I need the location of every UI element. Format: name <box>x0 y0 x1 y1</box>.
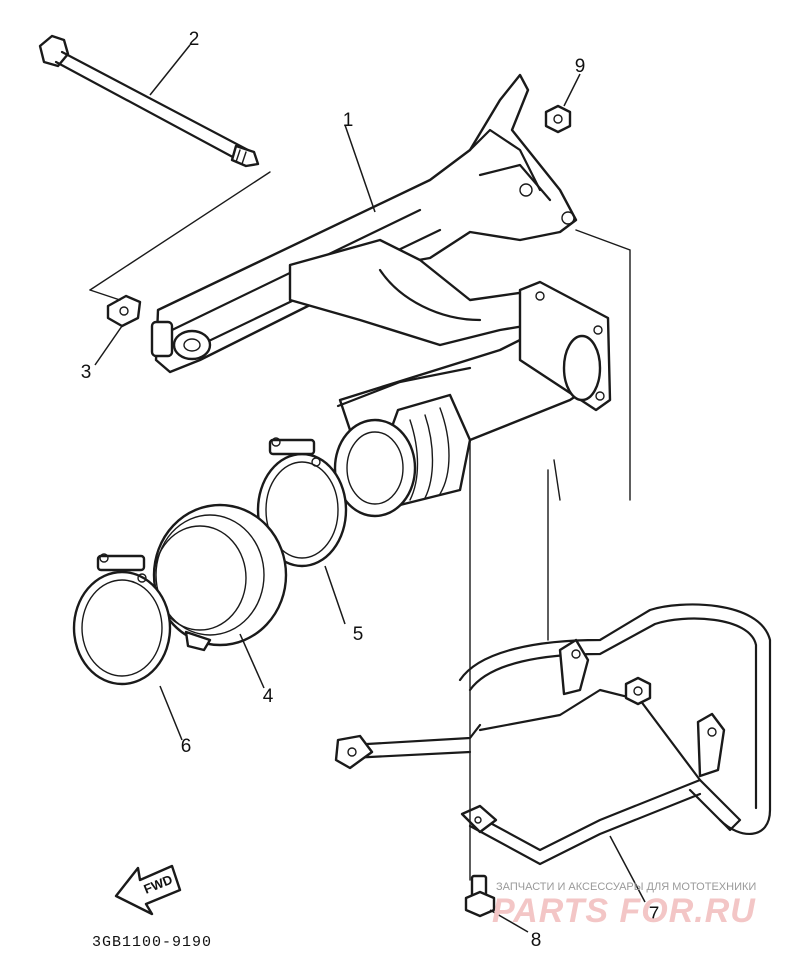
callout-4: 4 <box>263 686 274 707</box>
guard-bar <box>334 603 772 866</box>
nut-plate <box>106 294 142 328</box>
callout-5: 5 <box>353 624 364 645</box>
callout-8: 8 <box>531 930 542 951</box>
mounting-bolt <box>464 874 496 918</box>
callout-1: 1 <box>343 110 354 131</box>
callout-leaders <box>94 44 646 933</box>
callout-9: 9 <box>575 56 586 77</box>
nut <box>544 104 572 134</box>
watermark-tagline: ЗАПЧАСТИ И АКСЕССУАРЫ ДЛЯ МОТОТЕХНИКИ <box>496 881 756 893</box>
part-code: 3GB1100-9190 <box>92 934 212 951</box>
callout-2: 2 <box>189 29 200 50</box>
callout-6: 6 <box>181 736 192 757</box>
rear-arm <box>150 73 612 518</box>
fwd-arrow: FWD <box>114 864 182 916</box>
callout-3: 3 <box>81 362 92 383</box>
band-clamp-5 <box>256 437 348 568</box>
reference-lines <box>89 171 631 881</box>
guard-bolt <box>624 676 652 706</box>
joint-boot <box>152 503 288 652</box>
callout-numbers: 1 2 3 4 5 6 7 8 9 <box>81 29 660 951</box>
band-clamp-6 <box>72 553 172 686</box>
callout-7: 7 <box>649 904 660 925</box>
pivot-shaft-bolt <box>38 34 260 168</box>
watermark-brand: PARTS FOR.RU <box>492 892 756 930</box>
